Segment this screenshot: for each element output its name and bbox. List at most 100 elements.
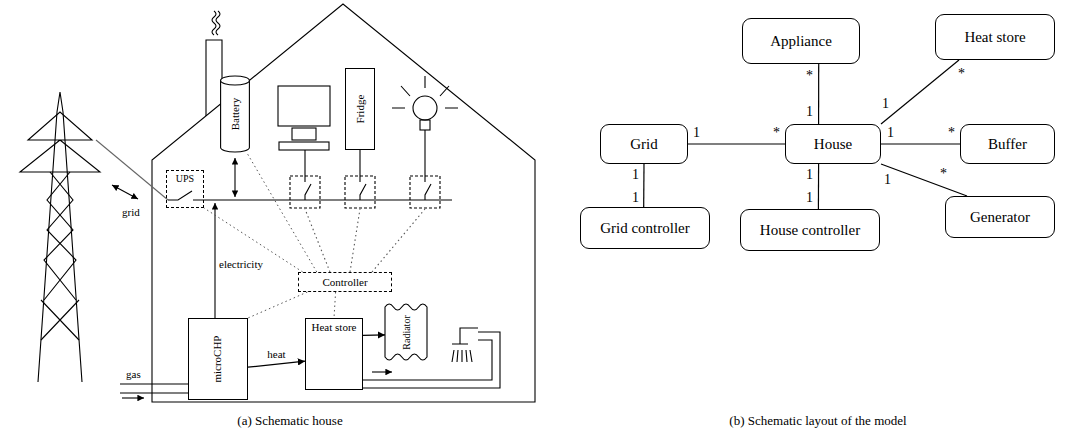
fridge: Fridge	[345, 68, 375, 150]
radiator-outline	[385, 304, 427, 360]
power-bus-part	[234, 158, 235, 197]
node-label: Grid	[630, 136, 658, 153]
node-label: UPS	[176, 173, 194, 184]
hot-water-pipe-part	[372, 371, 392, 372]
pipe-label: gas	[126, 368, 141, 380]
switch-boxes-part	[305, 150, 311, 200]
control-link	[204, 208, 303, 272]
microchp-box: microCHP	[188, 318, 248, 400]
grid-wire-part	[112, 185, 138, 199]
multiplicity: 1	[806, 190, 813, 205]
pylon-part	[41, 172, 79, 340]
node-label: Grid controller	[600, 220, 690, 237]
connector	[363, 334, 385, 336]
power-bus-part	[214, 203, 215, 318]
shower-part	[452, 328, 478, 344]
grid-wire-part	[96, 140, 168, 200]
shower	[452, 328, 478, 362]
multiplicity: 1	[632, 167, 639, 182]
multiplicity: *	[773, 125, 780, 140]
node-label: Generator	[970, 209, 1030, 226]
model-box: Appliance	[742, 18, 860, 64]
battery: Battery	[220, 75, 250, 153]
connector	[248, 361, 305, 367]
node-label: Battery	[229, 98, 241, 130]
hot-water-pipe	[363, 332, 500, 388]
connector	[881, 60, 959, 124]
television-part	[279, 142, 329, 150]
multiplicity: 1	[632, 190, 639, 205]
house-outline-part	[152, 4, 535, 402]
connector	[881, 143, 960, 144]
sub-caption: (b) Schematic layout of the model	[729, 414, 906, 428]
multiplicity: 1	[806, 167, 813, 182]
model-box: Heat store	[935, 14, 1055, 60]
multiplicity: *	[940, 166, 947, 181]
connector	[643, 164, 644, 207]
controller-box: Controller	[298, 272, 392, 292]
node-label: Controller	[322, 276, 367, 288]
node-label: House	[814, 136, 852, 153]
chimney-part	[212, 11, 220, 35]
multiplicity: 1	[884, 172, 891, 187]
ups-switch	[168, 191, 204, 200]
model-box: Grid controller	[580, 207, 710, 249]
heat-store-box: Heat store	[305, 318, 363, 390]
light-bulb-part	[420, 120, 430, 130]
wire-label: grid	[122, 206, 140, 218]
control-link	[334, 292, 336, 318]
node-label: House controller	[760, 222, 860, 239]
model-box: Grid	[600, 124, 688, 164]
node-label: Buffer	[988, 136, 1027, 153]
power-bus-part	[204, 199, 452, 200]
multiplicity: 1	[882, 96, 889, 111]
hot-water-pipe-part	[363, 332, 500, 388]
control-link	[248, 292, 307, 318]
node-label: Fridge	[354, 95, 366, 124]
connector	[818, 64, 819, 124]
edge-label: heat	[265, 348, 287, 360]
multiplicity: 1	[693, 125, 700, 140]
multiplicity: 1	[887, 125, 894, 140]
pylon-part	[20, 112, 100, 172]
ups-switch-part	[168, 191, 204, 200]
television	[278, 86, 330, 150]
switch-boxes-part	[360, 150, 366, 200]
gas-pipe	[120, 384, 188, 398]
pylon	[20, 92, 100, 382]
gas-pipe-part	[122, 397, 144, 398]
light-bulb-part	[413, 96, 437, 120]
controller-wires-part	[305, 209, 425, 272]
connector	[881, 164, 967, 196]
node-label: microCHP	[212, 335, 224, 382]
multiplicity: *	[948, 125, 955, 140]
node-label: Appliance	[770, 33, 832, 50]
gas-pipe-part	[120, 384, 188, 393]
node-label: Heat store	[964, 29, 1025, 46]
cylinder-outline	[221, 76, 250, 152]
multiplicity: *	[806, 68, 813, 83]
switch-boxes	[290, 130, 440, 208]
pylon-part	[38, 92, 82, 382]
power-bus	[204, 158, 452, 318]
controller-wires	[305, 209, 425, 272]
television-part	[278, 86, 330, 126]
ups-box: UPS	[166, 170, 204, 208]
grid-wire	[96, 140, 168, 200]
television-part	[292, 128, 316, 140]
chimney-part	[206, 40, 222, 116]
switch-boxes-part	[425, 130, 431, 200]
connector	[688, 143, 785, 144]
radiator: Radiator	[385, 303, 427, 361]
multiplicity: 1	[806, 104, 813, 119]
model-box: Buffer	[960, 124, 1055, 164]
wire-label: electricity	[219, 258, 263, 270]
light-bulb-part	[392, 76, 458, 108]
control-link	[247, 153, 317, 272]
light-bulb	[392, 76, 458, 130]
house-outline	[152, 4, 535, 402]
model-box: Generator	[945, 196, 1055, 238]
node-label: Radiator	[401, 315, 412, 349]
